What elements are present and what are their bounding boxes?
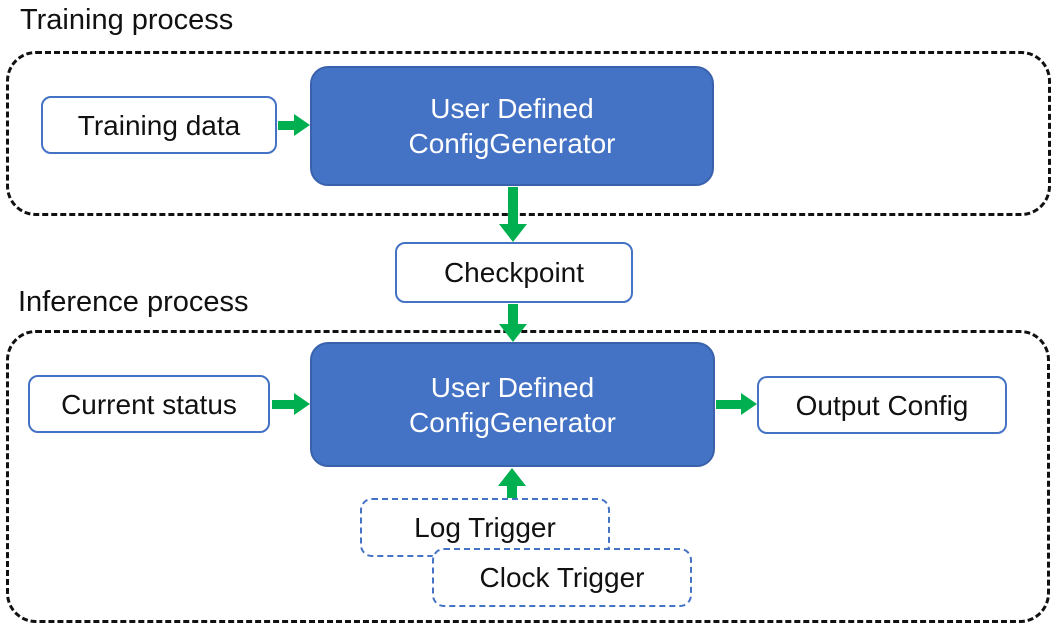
checkpoint-label: Checkpoint xyxy=(443,257,585,288)
arrow-shaft xyxy=(508,304,518,324)
arrow-head xyxy=(294,393,310,415)
arrow-head xyxy=(499,224,527,242)
arrow-generator-to-checkpoint-icon xyxy=(499,187,527,242)
inference-process-container xyxy=(6,330,1050,623)
inference-process-label: Inference process xyxy=(18,286,249,318)
arrow-training-data-to-generator-icon xyxy=(278,114,310,136)
arrow-shaft xyxy=(278,120,294,130)
config-generator-inference-line2: ConfigGenerator xyxy=(408,406,616,438)
current-status-node: Current status xyxy=(28,375,270,433)
training-process-container xyxy=(6,51,1051,216)
config-generator-inference-line1: User Defined xyxy=(430,371,595,403)
clock-trigger-node: Clock Trigger xyxy=(432,548,692,607)
config-generator-training-node: User Defined ConfigGenerator xyxy=(310,66,714,186)
training-data-node: Training data xyxy=(41,96,277,154)
training-process-label: Training process xyxy=(20,4,234,36)
arrow-shaft xyxy=(272,399,294,409)
arrow-shaft xyxy=(716,399,741,409)
arrow-checkpoint-to-generator-icon xyxy=(499,304,527,342)
arrow-head xyxy=(499,324,527,342)
config-generator-training-line2: ConfigGenerator xyxy=(408,128,616,159)
config-generator-training-line1: User Defined xyxy=(430,93,594,124)
arrow-generator-to-output-config-icon xyxy=(716,393,757,415)
output-config-label: Output Config xyxy=(795,389,969,421)
current-status-label: Current status xyxy=(61,388,237,420)
arrow-head xyxy=(741,393,757,415)
log-trigger-node: Log Trigger xyxy=(360,498,610,557)
arrow-triggers-to-generator-icon xyxy=(498,468,526,498)
arrow-head xyxy=(498,468,526,486)
log-trigger-label: Log Trigger xyxy=(414,512,556,543)
clock-trigger-label: Clock Trigger xyxy=(479,562,645,593)
arrow-current-status-to-generator-icon xyxy=(272,393,310,415)
arrow-head xyxy=(294,114,310,136)
arrow-shaft xyxy=(508,187,518,224)
checkpoint-node: Checkpoint xyxy=(395,242,633,303)
output-config-node: Output Config xyxy=(757,376,1007,434)
config-generator-inference-node: User Defined ConfigGenerator xyxy=(310,342,715,467)
training-data-label: Training data xyxy=(77,109,241,141)
arrow-shaft xyxy=(507,486,517,498)
